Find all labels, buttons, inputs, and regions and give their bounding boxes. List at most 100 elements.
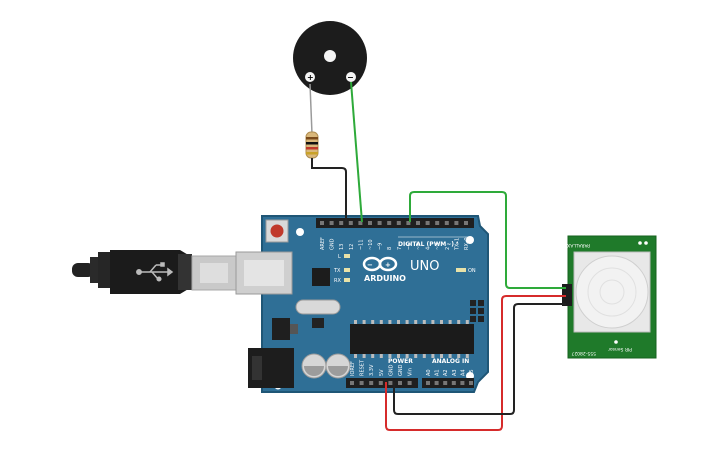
header-pin[interactable] xyxy=(460,381,465,385)
pin-label: A5 xyxy=(469,369,475,376)
wire-gnd-to-pir-gnd[interactable] xyxy=(393,303,566,415)
pin-label: ~5 xyxy=(416,243,422,250)
header-pin[interactable] xyxy=(426,381,430,385)
pir-bottom-label: 555-28027 xyxy=(571,350,596,356)
header-pin[interactable] xyxy=(320,221,324,225)
piezo-buzzer[interactable]: + − xyxy=(293,21,367,135)
usb-cable-tail xyxy=(72,263,94,277)
capacitor xyxy=(301,353,327,379)
header-pin[interactable] xyxy=(358,221,363,225)
pin-label: ~6 xyxy=(406,243,412,250)
usb-cable-ring xyxy=(98,252,112,288)
header-pin[interactable] xyxy=(368,221,372,225)
crystal-oscillator xyxy=(295,299,341,315)
chip-leg xyxy=(457,320,461,324)
header-pin[interactable] xyxy=(329,221,334,225)
header-pin[interactable] xyxy=(378,381,383,385)
chip-leg xyxy=(414,320,418,324)
header-pin[interactable] xyxy=(434,381,439,385)
buzzer-plus-marker xyxy=(305,72,315,82)
header-pin[interactable] xyxy=(377,221,382,225)
wire-pin7-to-pir-out[interactable] xyxy=(409,191,566,289)
header-pin[interactable] xyxy=(425,221,430,225)
led-tx-label: TX xyxy=(333,268,341,274)
brand-label: ARDUINO xyxy=(364,274,406,283)
wire-resistor-to-gnd[interactable] xyxy=(311,158,347,222)
pin-label: ~9 xyxy=(378,243,384,250)
header-pin[interactable] xyxy=(407,381,412,385)
chip-leg xyxy=(379,354,383,358)
header-pin[interactable] xyxy=(369,381,374,385)
pin-label: Vin xyxy=(408,368,414,376)
buzzer-plus-label: + xyxy=(307,73,314,82)
pin-label: A2 xyxy=(443,369,449,376)
resistor-band-2 xyxy=(306,142,318,145)
chip-leg xyxy=(371,320,375,324)
header-pin[interactable] xyxy=(388,381,393,385)
chip-leg xyxy=(465,320,469,324)
header-pin[interactable] xyxy=(406,221,411,225)
led-l-label: L xyxy=(338,254,341,260)
pir-pin-header xyxy=(562,284,572,306)
reset-button[interactable] xyxy=(270,224,284,238)
pir-top-label: PIR Sensor xyxy=(608,346,632,352)
header-pin[interactable] xyxy=(444,221,449,225)
power-header-label: POWER xyxy=(388,358,413,365)
pir-side-label: PARALLAX xyxy=(567,242,590,248)
buzzer-lead-plus xyxy=(309,83,313,135)
led-on-label: ON xyxy=(468,268,476,274)
resistor[interactable] xyxy=(305,131,319,159)
chip-leg xyxy=(362,320,366,324)
digital-header-label: DIGITAL (PWM~) xyxy=(398,241,454,248)
buzzer-minus-label: − xyxy=(347,73,354,82)
resistor-band-3 xyxy=(306,147,318,150)
chip-leg xyxy=(354,320,357,324)
led-on xyxy=(456,268,466,272)
usb-cable[interactable] xyxy=(72,250,237,294)
chip-leg xyxy=(448,354,452,358)
pin-label: GND xyxy=(388,364,394,376)
header-pin[interactable] xyxy=(387,221,392,225)
analog-pins xyxy=(426,381,473,385)
chip-leg xyxy=(371,354,375,358)
header-pin[interactable] xyxy=(398,381,402,385)
analog-header-label: ANALOG IN xyxy=(432,358,469,365)
pin-label: AREF xyxy=(320,237,326,250)
chip-leg xyxy=(397,320,400,324)
led-rx-label: RX xyxy=(334,278,341,284)
header-pin[interactable] xyxy=(348,221,353,225)
wire-buzzer-to-pin12[interactable] xyxy=(350,81,363,223)
header-pin[interactable] xyxy=(451,381,456,385)
wire-5v-to-pir-vcc[interactable] xyxy=(385,295,566,431)
small-chip xyxy=(312,318,324,328)
header-pin[interactable] xyxy=(416,221,420,225)
header-pin[interactable] xyxy=(396,221,401,225)
header-pin[interactable] xyxy=(339,221,344,225)
header-pin[interactable] xyxy=(464,221,468,225)
header-pin[interactable] xyxy=(454,221,459,225)
chip-leg xyxy=(388,354,392,358)
usb-symbol-icon xyxy=(136,262,174,282)
dc-power-jack-tip xyxy=(252,356,262,380)
analog-header xyxy=(422,378,474,388)
pir-sensor[interactable]: PIR Sensor 555-28027 PARALLAX xyxy=(562,235,657,359)
atmega-microcontroller xyxy=(350,324,474,354)
chip-leg xyxy=(405,320,409,324)
voltage-regulator xyxy=(272,318,290,340)
pin-label: A0 xyxy=(426,369,432,376)
header-pin[interactable] xyxy=(350,381,354,385)
usb-interface-chip xyxy=(312,268,330,286)
header-pin[interactable] xyxy=(469,381,473,385)
pin-label: A1 xyxy=(435,369,441,376)
header-pin[interactable] xyxy=(435,221,440,225)
header-pin[interactable] xyxy=(359,381,364,385)
header-pin[interactable] xyxy=(443,381,448,385)
power-pins xyxy=(350,381,412,385)
chip-leg xyxy=(422,320,426,324)
pir-fresnel-dome xyxy=(575,255,649,329)
